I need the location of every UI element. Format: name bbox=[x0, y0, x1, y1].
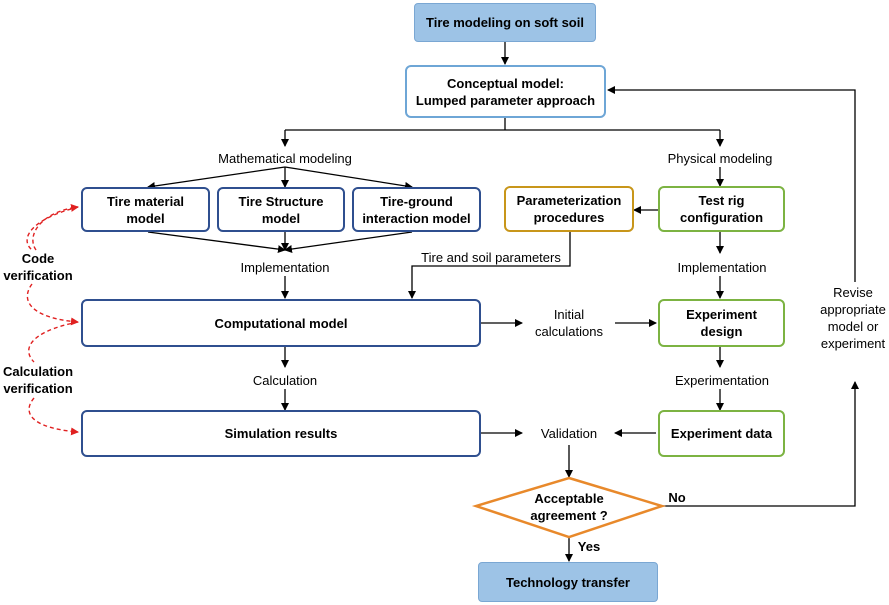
revise-label: Revise appropriate model or experiment bbox=[816, 284, 889, 352]
code-line1: Code bbox=[21, 251, 55, 266]
experiment-data-text: Experiment data bbox=[670, 426, 773, 441]
arrow-ground-to-impl bbox=[284, 231, 413, 253]
code-verification-label: Code verification bbox=[0, 250, 76, 284]
tire-modeling-box: Tire modeling on soft soil bbox=[414, 3, 596, 42]
simulation-results-box: Simulation results bbox=[81, 410, 481, 457]
revise-line2: appropriate bbox=[820, 302, 886, 317]
code-verification-arrow-up bbox=[32, 203, 79, 251]
technology-transfer-box: Technology transfer bbox=[478, 562, 658, 602]
calc-ver-line2: verification bbox=[3, 381, 73, 396]
test-rig-line1: Test rig bbox=[698, 193, 745, 208]
computational-model-box: Computational model bbox=[81, 299, 481, 347]
calculation-verification-label: Calculation verification bbox=[0, 363, 76, 397]
acceptable-line1: Acceptable bbox=[534, 491, 604, 506]
tire-material-line1: Tire material bbox=[106, 193, 185, 209]
revise-line3: model or bbox=[827, 319, 879, 334]
code-verification-top bbox=[26, 206, 79, 251]
experiment-design-box: Experiment design bbox=[658, 299, 785, 347]
test-rig-line2: configuration bbox=[679, 210, 764, 225]
arrow-to-tire-ground bbox=[284, 166, 413, 190]
validation-label: Validation bbox=[540, 426, 598, 441]
calc-ver-line1: Calculation bbox=[2, 364, 74, 379]
calc-verification-top bbox=[28, 321, 79, 363]
initial-calculations-label: Initial calculations bbox=[526, 306, 612, 340]
acceptable-diamond-shape bbox=[471, 476, 667, 539]
conceptual-line2: Lumped parameter approach bbox=[415, 92, 596, 108]
tire-soil-params-label: Tire and soil parameters bbox=[421, 250, 561, 265]
arrow-to-tire-material bbox=[147, 166, 286, 190]
computational-text: Computational model bbox=[214, 315, 348, 331]
acceptable-line2: agreement ? bbox=[530, 508, 608, 523]
tire-structure-line1: Tire Structure bbox=[238, 193, 324, 209]
arrow-no-to-revise bbox=[662, 381, 859, 507]
parameterization-line2: procedures bbox=[533, 210, 605, 225]
implementation-left-label: Implementation bbox=[240, 260, 330, 275]
tire-material-box: Tire material model bbox=[81, 187, 210, 232]
conceptual-model-box: Conceptual model: Lumped parameter appro… bbox=[405, 65, 606, 118]
parameterization-line1: Parameterization bbox=[516, 193, 622, 208]
yes-label: Yes bbox=[577, 539, 601, 554]
code-line2: verification bbox=[3, 268, 73, 283]
experimentation-label: Experimentation bbox=[675, 373, 769, 388]
revise-line1: Revise bbox=[833, 285, 873, 300]
physical-modeling-label: Physical modeling bbox=[667, 151, 773, 166]
tire-ground-box: Tire-ground interaction model bbox=[352, 187, 481, 232]
tire-structure-box: Tire Structure model bbox=[217, 187, 345, 232]
tire-ground-line2: interaction model bbox=[362, 210, 471, 226]
arrow-revise-to-conceptual bbox=[607, 86, 856, 282]
calc-verification-bottom bbox=[28, 397, 79, 436]
conceptual-line1: Conceptual model: bbox=[446, 75, 564, 91]
simulation-text: Simulation results bbox=[224, 426, 338, 441]
tire-structure-line2: model bbox=[261, 210, 301, 226]
arrow-param-to-computational bbox=[408, 232, 571, 299]
parameterization-box: Parameterization procedures bbox=[504, 186, 634, 232]
tire-material-line2: model bbox=[126, 210, 165, 226]
experiment-design-line1: Experiment bbox=[686, 307, 757, 322]
no-label: No bbox=[668, 490, 686, 505]
initial-line1: Initial bbox=[553, 307, 585, 322]
calculation-label: Calculation bbox=[252, 373, 318, 388]
experiment-data-box: Experiment data bbox=[658, 410, 785, 457]
acceptable-agreement-text: Acceptable agreement ? bbox=[509, 490, 629, 524]
test-rig-box: Test rig configuration bbox=[658, 186, 785, 232]
initial-line2: calculations bbox=[535, 324, 603, 339]
tire-modeling-text: Tire modeling on soft soil bbox=[426, 15, 584, 30]
mathematical-modeling-label: Mathematical modeling bbox=[218, 151, 352, 166]
experiment-design-line2: design bbox=[700, 324, 743, 339]
code-verification-bottom bbox=[26, 283, 79, 326]
implementation-right-label: Implementation bbox=[677, 260, 767, 275]
arrow-material-to-impl bbox=[147, 231, 286, 254]
technology-text: Technology transfer bbox=[505, 574, 630, 590]
tire-ground-line1: Tire-ground bbox=[380, 193, 453, 209]
revise-line4: experiment bbox=[820, 336, 886, 351]
